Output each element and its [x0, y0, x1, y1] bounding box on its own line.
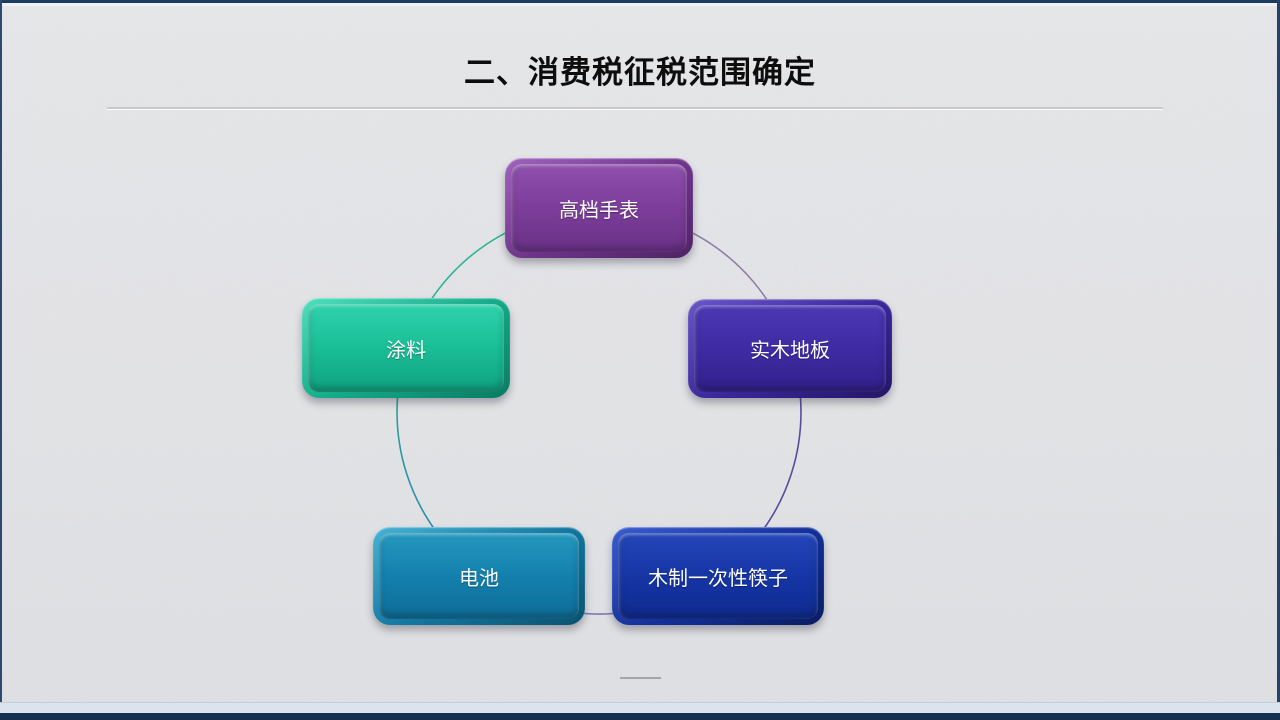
node-battery: 电池 [373, 527, 585, 625]
node-face: 高档手表 [511, 164, 687, 252]
node-label: 实木地板 [750, 340, 830, 362]
frame-top-highlight [0, 3, 1280, 6]
frame-bottom-border [0, 713, 1280, 720]
frame-bottom-strip [0, 702, 1280, 713]
footer-dash [620, 677, 661, 679]
node-label: 高档手表 [559, 199, 639, 222]
node-face: 涂料 [308, 304, 504, 392]
node-label: 电池 [459, 567, 499, 590]
node-paint: 涂料 [302, 298, 510, 398]
title-divider [107, 107, 1163, 109]
node-face: 实木地板 [694, 305, 886, 392]
node-face: 电池 [379, 533, 579, 619]
frame-left-border [0, 0, 2, 720]
slide-title: 二、消费税征税范围确定 [464, 55, 816, 90]
node-luxury-watches: 高档手表 [505, 158, 693, 258]
node-solid-wood-flooring: 实木地板 [688, 299, 892, 398]
node-face: 木制一次性筷子 [618, 533, 818, 619]
node-wooden-disposable-chopsticks: 木制一次性筷子 [612, 527, 824, 625]
node-label: 涂料 [386, 339, 426, 362]
node-label: 木制一次性筷子 [648, 567, 788, 590]
